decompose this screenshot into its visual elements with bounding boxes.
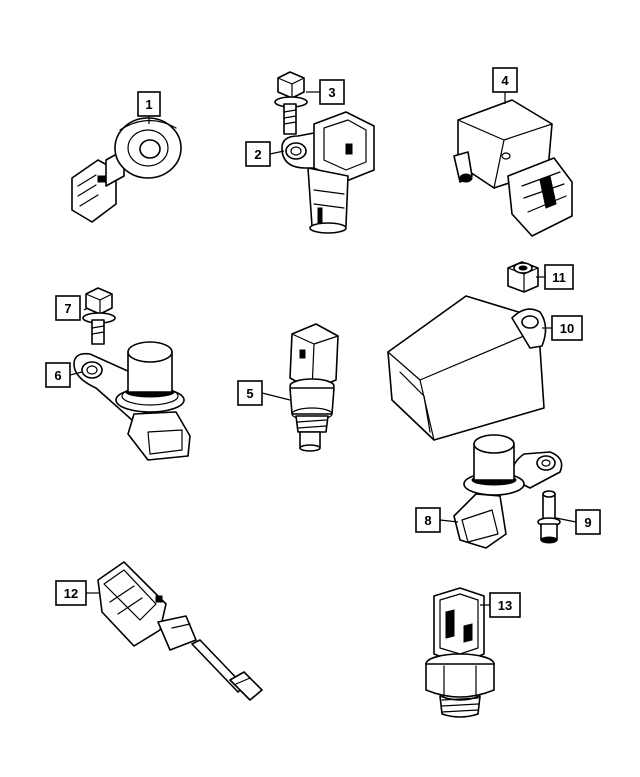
callout-3: 3 xyxy=(319,79,345,105)
callout-2: 2 xyxy=(245,141,271,167)
part-13-pressure-sensor xyxy=(425,587,495,718)
part-3-bolt xyxy=(274,71,308,135)
callout-label: 3 xyxy=(328,85,335,100)
callout-6: 6 xyxy=(45,362,71,388)
callout-label: 5 xyxy=(246,386,253,401)
part-9-small-sensor xyxy=(537,490,561,544)
callout-8: 8 xyxy=(415,507,441,533)
callout-label: 1 xyxy=(145,97,152,112)
callout-5: 5 xyxy=(237,380,263,406)
callout-7: 7 xyxy=(55,295,81,321)
callout-label: 10 xyxy=(560,321,574,336)
part-2-crank-sensor xyxy=(281,111,375,234)
callout-4: 4 xyxy=(492,67,518,93)
callout-label: 2 xyxy=(254,147,261,162)
part-11-nut xyxy=(507,261,539,293)
part-4-map-sensor xyxy=(453,99,573,237)
part-12-probe-sensor xyxy=(97,561,263,701)
callout-9: 9 xyxy=(575,509,601,535)
callout-label: 4 xyxy=(501,73,509,88)
callout-10: 10 xyxy=(551,315,583,341)
part-7-bolt xyxy=(82,287,116,345)
callout-label: 8 xyxy=(424,513,431,528)
part-5-temp-sensor xyxy=(289,323,339,452)
part-6-cam-sensor xyxy=(73,341,191,461)
callout-label: 13 xyxy=(498,598,512,613)
callout-13: 13 xyxy=(489,592,521,618)
callout-12: 12 xyxy=(55,580,87,606)
callout-1: 1 xyxy=(137,91,161,117)
callout-label: 11 xyxy=(552,270,566,285)
part-10-module xyxy=(387,295,547,441)
callout-label: 12 xyxy=(64,586,78,601)
part-1-knock-sensor xyxy=(71,117,182,223)
callout-label: 7 xyxy=(64,301,71,316)
callout-11: 11 xyxy=(544,264,574,290)
part-8-cam-sensor xyxy=(453,434,563,549)
callout-label: 6 xyxy=(54,368,61,383)
callout-label: 9 xyxy=(584,515,591,530)
leader-lines xyxy=(69,91,577,606)
